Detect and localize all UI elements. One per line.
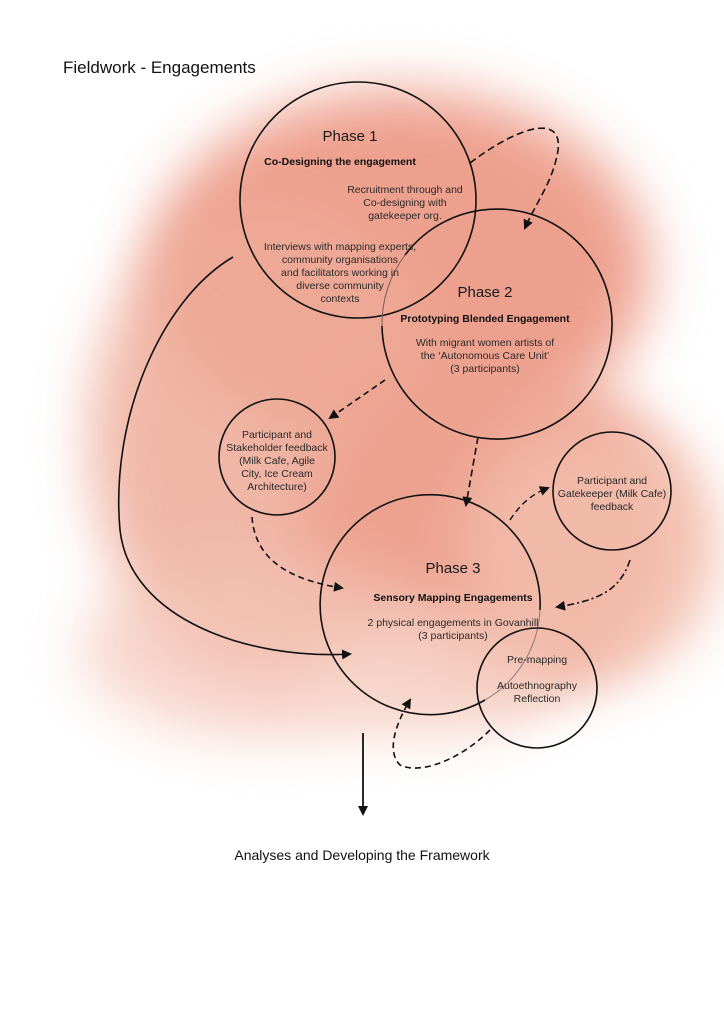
phase2-label: Phase 2 — [457, 284, 513, 301]
phase1-subtitle: Co-Designing the engagement — [264, 156, 416, 168]
premapping-label: Pre-mapping — [506, 654, 568, 666]
phase1-interviews-note: Interviews with mapping experts, communi… — [255, 241, 425, 306]
stakeholder-feedback-line: Architecture) — [247, 481, 307, 493]
phase1-note-b-line: Interviews with mapping experts, — [263, 241, 417, 253]
phase1-note-a-line: gatekeeper org. — [368, 210, 442, 222]
phase1-note-b-line: community organisations — [281, 254, 399, 266]
premapping-note-line: Autoethnography — [497, 680, 577, 692]
arrow-phase1-to-phase3 — [117, 256, 352, 660]
phase1-circle — [239, 81, 477, 319]
phase3-subtitle: Sensory Mapping Engagements — [373, 592, 533, 604]
phase3-note: 2 physical engagements in Govanhill (3 p… — [358, 617, 548, 643]
arrow-stakeholder-to-phase3 — [251, 516, 344, 592]
phase1-note-b-line: diverse community — [296, 280, 384, 292]
arrow-phase2-to-stakeholder — [328, 379, 386, 420]
phase2-note: With migrant women artists of the ‘Auton… — [400, 337, 570, 376]
gatekeeper-feedback-line: Gatekeeper (Milk Cafe) — [557, 488, 667, 500]
premapping-note-line: Reflection — [513, 693, 561, 705]
phase2-note-line: the ‘Autonomous Care Unit’ — [420, 350, 550, 362]
phase3-label: Phase 3 — [425, 560, 481, 577]
phase3-note-line: 2 physical engagements in Govanhill — [367, 617, 539, 629]
phase1-recruitment-note: Recruitment through and Co-designing wit… — [330, 184, 480, 223]
phase3-note-line: (3 participants) — [418, 630, 488, 642]
arrow-phase1-to-phase2 — [469, 127, 559, 230]
stakeholder-feedback-circle — [218, 398, 336, 516]
premapping-note: Autoethnography Reflection — [482, 680, 592, 706]
gatekeeper-feedback-line: feedback — [590, 501, 634, 513]
phase2-note-line: (3 participants) — [450, 363, 520, 375]
stakeholder-feedback-line: (Milk Cafe, Agile — [239, 455, 315, 467]
premapping-circle — [476, 627, 598, 749]
stakeholder-feedback-line: Stakeholder feedback — [226, 442, 328, 454]
arrow-phase3-to-gatekeeper — [509, 486, 550, 521]
gatekeeper-feedback-line: Participant and — [576, 475, 648, 487]
gatekeeper-feedback-text: Participant and Gatekeeper (Milk Cafe) f… — [552, 475, 672, 514]
phase2-subtitle: Prototyping Blended Engagement — [400, 313, 570, 325]
phase1-note-b-line: contexts — [320, 293, 360, 305]
phase3-circle-overlap — [484, 609, 541, 701]
phase1-note-a-line: Co-designing with — [363, 197, 447, 209]
phase2-note-line: With migrant women artists of — [415, 337, 555, 349]
phase2-circle-overlap — [381, 254, 406, 327]
analyses-label: Analyses and Developing the Framework — [234, 847, 490, 863]
phase2-circle — [381, 208, 613, 440]
phase3-circle — [319, 493, 541, 716]
phase1-note-b-line: and facilitators working in — [281, 267, 399, 279]
gatekeeper-feedback-circle — [552, 431, 672, 551]
diagram-title: Fieldwork - Engagements — [63, 58, 256, 77]
phase1-label: Phase 1 — [322, 128, 378, 145]
stakeholder-feedback-text: Participant and Stakeholder feedback (Mi… — [217, 429, 337, 494]
arrow-phase2-to-phase3 — [462, 436, 479, 507]
phase1-note-a-line: Recruitment through and — [347, 184, 463, 196]
stakeholder-feedback-line: City, Ice Cream — [241, 468, 313, 480]
arrow-gatekeeper-to-phase3 — [555, 559, 631, 611]
arrow-premapping-to-phase3 — [392, 698, 491, 769]
stakeholder-feedback-line: Participant and — [241, 429, 313, 441]
